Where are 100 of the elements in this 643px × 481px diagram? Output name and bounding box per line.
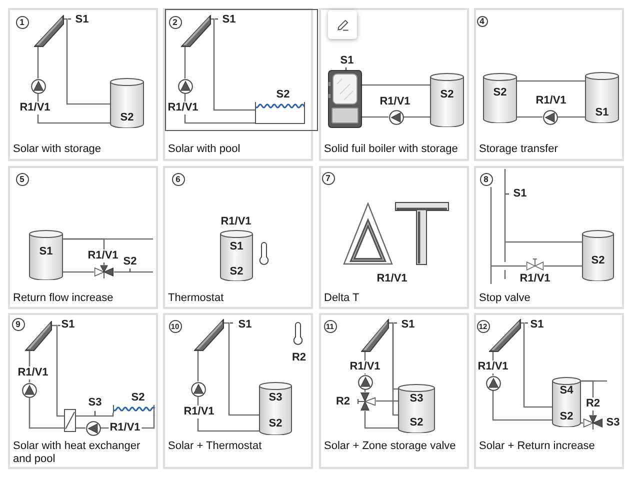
component-label: R1/V1 xyxy=(16,366,50,380)
pipe xyxy=(491,265,526,267)
scheme-card xyxy=(8,166,158,309)
three-way-valve xyxy=(94,265,114,279)
scheme-card xyxy=(163,313,313,469)
stop-valve xyxy=(526,258,544,271)
tank-label: S2 xyxy=(493,86,507,100)
tank-label: S2 xyxy=(591,254,605,268)
pipe xyxy=(184,94,255,124)
pump-symbol xyxy=(30,78,46,94)
pipe xyxy=(64,18,110,105)
pipe xyxy=(581,380,594,415)
pump-symbol xyxy=(486,376,500,390)
scheme-card xyxy=(474,8,624,161)
pipe xyxy=(114,271,153,273)
pipe xyxy=(63,271,94,273)
pipe xyxy=(362,84,430,86)
tank-label: S2 xyxy=(230,266,244,278)
number-circle: 1 xyxy=(16,16,28,28)
tank-label: S1 xyxy=(595,106,609,120)
pump-symbol xyxy=(388,110,404,124)
component-label: R1/V1 xyxy=(18,102,52,114)
component-label: S3 xyxy=(88,396,102,410)
caption-text: Solar with heat exchanger and pool xyxy=(13,440,142,466)
number-circle: 5 xyxy=(16,172,28,186)
tank-label: S1 xyxy=(39,246,53,258)
pump-symbol xyxy=(190,382,206,396)
pipe xyxy=(37,46,39,78)
pipe xyxy=(184,46,186,78)
component-label: R1/V1 xyxy=(182,406,216,418)
pipe xyxy=(197,350,199,382)
pipe xyxy=(520,322,552,408)
pipe xyxy=(52,324,64,417)
number-circle: 2 xyxy=(168,16,182,28)
solar-collector xyxy=(194,318,224,350)
pump-symbol xyxy=(542,110,558,124)
pool xyxy=(255,102,305,124)
heat-exchanger xyxy=(64,409,76,432)
component-label: R1/V1 xyxy=(376,272,408,286)
pipe xyxy=(404,116,430,118)
solar-collector xyxy=(25,321,52,351)
pipe xyxy=(37,94,110,124)
pipe xyxy=(224,322,259,416)
solar-collector xyxy=(360,318,388,352)
pipe xyxy=(517,116,542,118)
three-way-valve xyxy=(355,392,376,411)
component-label: R1/V1 xyxy=(86,250,120,262)
caption-text: Thermostat xyxy=(168,292,225,305)
pipe xyxy=(364,411,398,429)
pipe xyxy=(517,80,585,82)
tank-label: S3 xyxy=(410,392,424,406)
pipe xyxy=(388,322,398,390)
caption-text: Storage transfer xyxy=(479,143,559,156)
caption-text: Solar with storage xyxy=(13,143,102,156)
component-label: S2 xyxy=(123,256,137,268)
pipe xyxy=(210,18,255,111)
component-label: S1 xyxy=(513,188,527,200)
caption-text: Delta T xyxy=(324,292,360,305)
number-circle: 9 xyxy=(12,318,24,330)
number-circle: 4 xyxy=(476,16,488,27)
caption-text: Return flow increase xyxy=(13,292,114,305)
pipe xyxy=(492,352,494,376)
pump-symbol xyxy=(22,382,37,398)
scheme-card xyxy=(163,166,313,309)
tank-label: S2 xyxy=(560,410,574,424)
pipe xyxy=(28,351,30,382)
pipe xyxy=(581,422,583,424)
pipe xyxy=(76,413,114,417)
caption-text: Solar + Return increase xyxy=(479,440,596,453)
tank-label: S2 xyxy=(120,112,134,124)
solar-collector xyxy=(34,14,64,46)
pipe xyxy=(197,396,259,432)
boiler-drawing xyxy=(328,70,362,128)
pipe xyxy=(544,265,582,267)
caption-text: Solid fuil boiler with storage xyxy=(324,143,459,156)
pipe xyxy=(362,116,388,118)
number-circle: 8 xyxy=(480,172,492,186)
tank-label: S2 xyxy=(440,88,454,102)
pipe xyxy=(504,169,582,243)
component-label: R1/V1 xyxy=(166,102,200,114)
pipe xyxy=(364,352,366,374)
pipe xyxy=(28,398,64,429)
solar-collector xyxy=(180,14,210,46)
tank-label: S4 xyxy=(560,384,574,398)
pool xyxy=(113,405,155,413)
scheme-card xyxy=(8,313,158,469)
number-circle: 6 xyxy=(172,172,184,186)
scheme-card xyxy=(319,313,469,469)
pump-symbol xyxy=(358,374,372,390)
component-label: R2 xyxy=(584,398,602,410)
pump-symbol xyxy=(86,420,100,436)
solar-collector xyxy=(488,318,520,352)
tank-label: S3 xyxy=(268,392,282,404)
number-circle: 7 xyxy=(322,172,334,184)
scheme-card xyxy=(474,166,624,309)
tank-label: S2 xyxy=(268,418,282,430)
caption-text: Solar with pool xyxy=(168,143,242,156)
scheme-card xyxy=(319,8,469,161)
caption-text: Solar + Thermostat xyxy=(168,440,263,453)
pipe xyxy=(376,400,398,402)
